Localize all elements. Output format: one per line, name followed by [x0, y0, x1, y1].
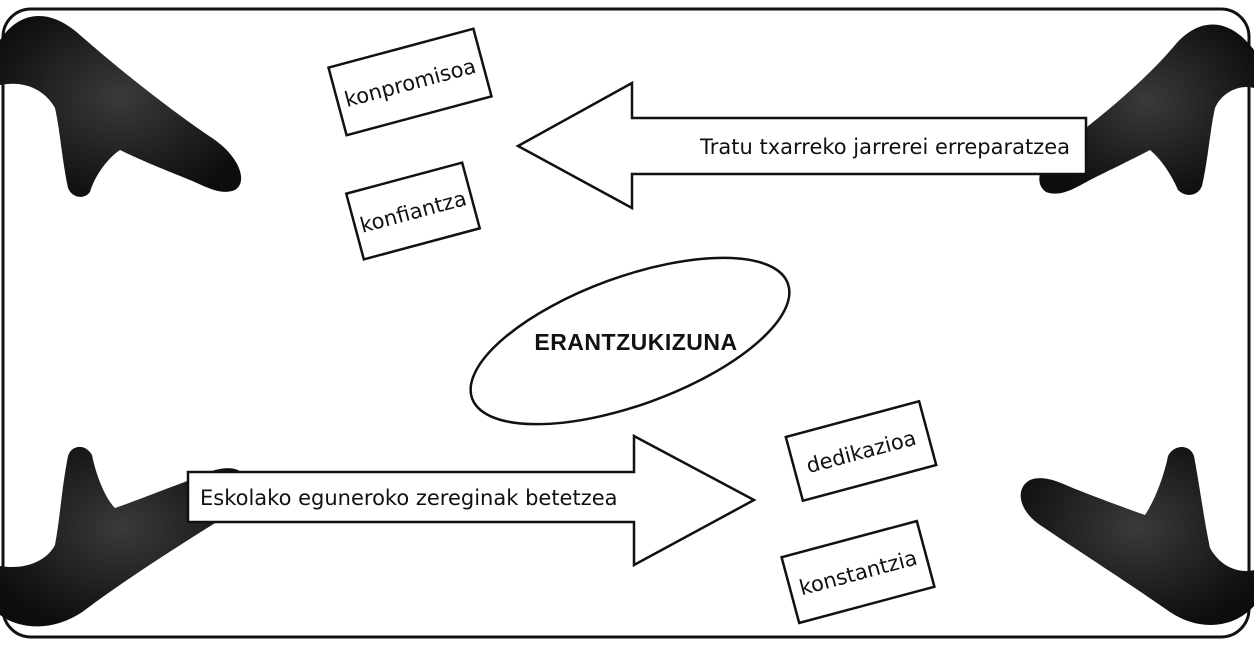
card-box [780, 519, 936, 625]
card-konstantzia: konstantzia [780, 519, 936, 625]
hand-bottom-left-icon [0, 446, 246, 627]
center-label: ERANTZUKIZUNA [534, 329, 737, 355]
card-konpromisoa: konpromisoa [326, 27, 494, 137]
hand-top-left-icon [0, 16, 242, 197]
arrow-top-label: Tratu txarreko jarrerei erreparatzea [699, 135, 1070, 159]
center-ellipse [469, 256, 791, 426]
arrow-bottom-label: Eskolako eguneroko zereginak betetzea [200, 486, 618, 510]
card-box [326, 27, 494, 137]
card-box [344, 161, 482, 261]
arrow-right-shape [186, 433, 757, 568]
arrow-left-shape [515, 80, 1088, 211]
card-box [784, 399, 938, 503]
card-konfiantza: konfiantza [344, 161, 482, 261]
hand-bottom-right-icon [1020, 447, 1254, 625]
center-concept: ERANTZUKIZUNA [469, 256, 791, 426]
hand-top-right-icon [1039, 24, 1254, 195]
card-dedikazioa: dedikazioa [784, 399, 938, 503]
